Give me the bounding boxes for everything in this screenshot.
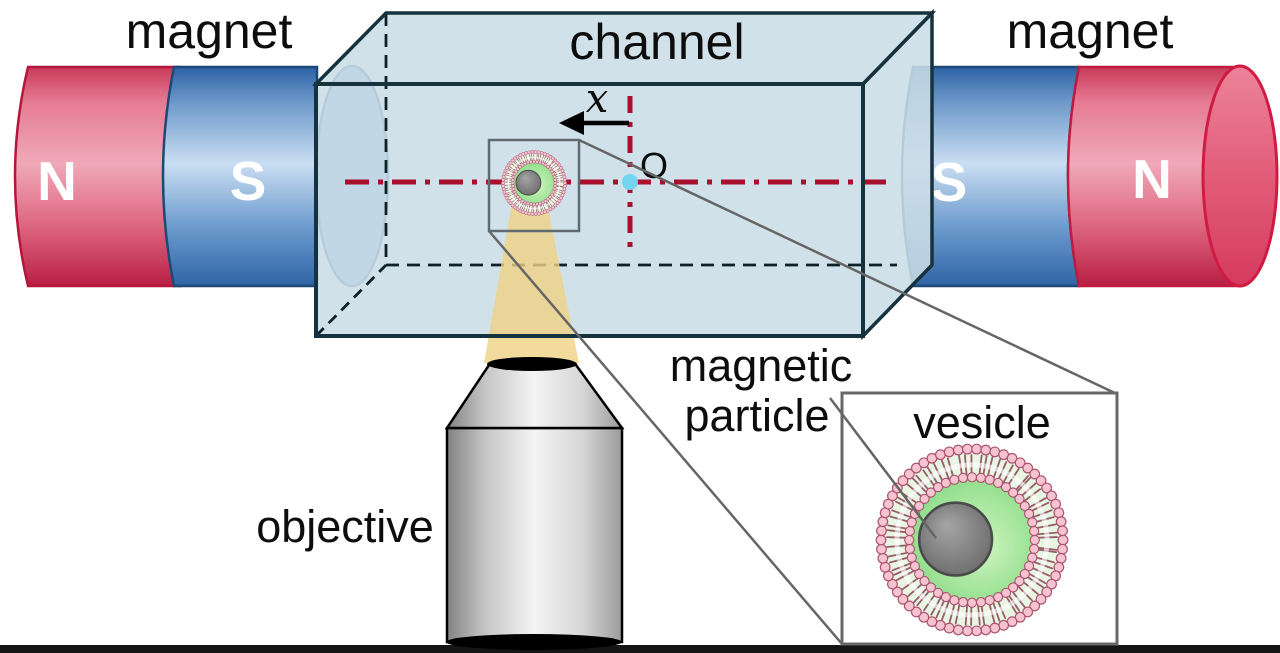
channel-label: channel: [569, 14, 744, 70]
vesicle-inset: vesicle: [840, 391, 1119, 646]
x-axis-label: x: [586, 76, 609, 122]
vesicle-label: vesicle: [913, 397, 1051, 448]
left-magnet-south-body: [161, 65, 319, 288]
zoom-connector-line-top: [578, 138, 1118, 396]
left-magnet-north-label: N: [37, 150, 77, 212]
magnet-right-label: magnet: [1007, 3, 1174, 59]
right-magnet-south-label: S: [931, 151, 968, 213]
zoom-connector-line-bottom: [488, 230, 843, 645]
magnet-left-label: magnet: [126, 3, 293, 59]
channel-front-face: [316, 84, 863, 336]
objective-front-lens: [487, 357, 577, 371]
right-magnet-north-label: N: [1132, 148, 1172, 210]
channel-right-face: [863, 13, 932, 336]
objective-base: [446, 634, 622, 650]
table-line: [0, 645, 1280, 653]
light-beam: [484, 203, 579, 363]
right-magnet-end-cap: [1201, 64, 1279, 288]
channel-right-outline: [861, 8, 934, 341]
objective-lens: [444, 357, 625, 650]
x-axis-arrow-head: [559, 111, 584, 135]
left-magnet-south-label: S: [230, 150, 267, 212]
channel-top-face: [316, 13, 932, 84]
left-magnet-north-body: [13, 65, 183, 288]
right-magnet: S N: [900, 64, 1279, 288]
vesicle-enlarged: [875, 443, 1069, 637]
vesicle-in-channel: [501, 150, 567, 216]
objective-body: [445, 426, 624, 644]
objective-cone: [444, 363, 625, 430]
coordinate-axis: x O: [345, 76, 891, 247]
channel-box: [315, 13, 932, 337]
origin-dot: [622, 174, 638, 190]
channel-box-outline: [311, 8, 937, 341]
objective-label: objective: [256, 501, 434, 552]
magnetic-particle-label-line1: magnetic: [670, 340, 853, 391]
vesicle-zoom-box: [487, 138, 581, 233]
magnetic-particle-label-line2: particle: [684, 390, 829, 441]
magnetic-particle-pointer-line: [829, 397, 937, 539]
right-magnet-north-body: [1066, 65, 1242, 288]
